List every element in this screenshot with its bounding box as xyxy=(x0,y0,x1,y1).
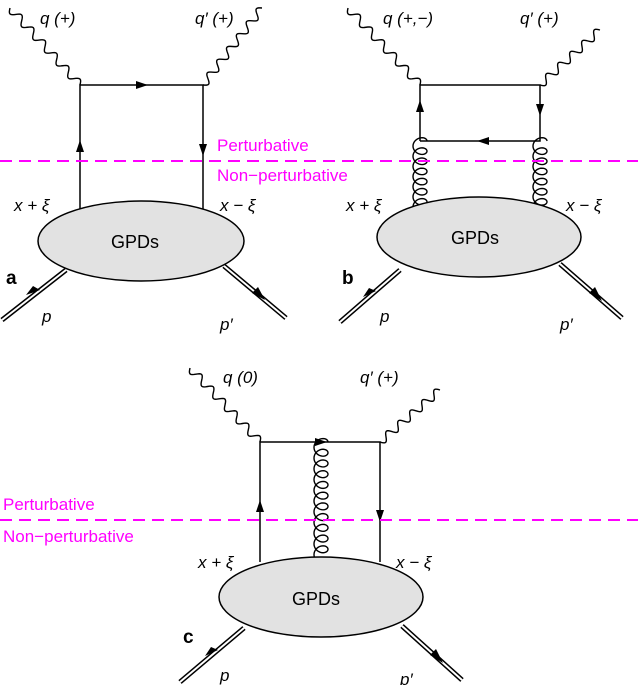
arrow-down-b xyxy=(536,104,544,116)
photon-in-b xyxy=(346,7,422,86)
gluon-right-b xyxy=(532,137,548,216)
photon-out-label-c: q′ (+) xyxy=(360,368,399,387)
proton-out-arrow-a xyxy=(252,287,265,300)
gpd-label-a: GPDs xyxy=(111,232,159,252)
proton-out-label-a: p′ xyxy=(219,315,233,334)
arrow-up-c xyxy=(256,500,264,512)
proton-in-label-b: p xyxy=(379,307,389,326)
perturbative-label-bottom: Perturbative xyxy=(3,495,95,514)
arrow-down-c xyxy=(376,510,384,522)
proton-in-arrow-a xyxy=(26,286,40,295)
photon-in-a xyxy=(8,7,82,86)
arrow-right-a xyxy=(136,81,148,89)
photon-in-c xyxy=(188,367,262,443)
momentum-right-label-b: x − ξ xyxy=(565,196,603,215)
panel-c: q (0) q′ (+) x + ξ x − ξ GPDs c p p′ xyxy=(178,367,464,685)
proton-out-arrow-c xyxy=(430,649,443,663)
proton-in-label-c: p xyxy=(219,666,229,685)
non-perturbative-label-bottom: Non−perturbative xyxy=(3,527,134,546)
momentum-right-label-c: x − ξ xyxy=(395,553,433,572)
perturbative-label-top: Perturbative xyxy=(217,136,309,155)
gpd-blob-b xyxy=(376,196,582,278)
proton-in-arrow-c xyxy=(205,647,218,656)
non-perturbative-label-top: Non−perturbative xyxy=(217,166,348,185)
gpd-label-c: GPDs xyxy=(292,589,340,609)
proton-out-label-b: p′ xyxy=(559,315,573,334)
photon-out-a xyxy=(202,7,263,86)
arrow-down-a xyxy=(199,144,207,156)
panel-label-b: b xyxy=(342,268,354,289)
proton-in-arrow-b xyxy=(363,288,376,297)
photon-out-label-a: q′ (+) xyxy=(195,9,234,28)
momentum-left-label-a: x + ξ xyxy=(13,196,51,215)
momentum-left-label-b: x + ξ xyxy=(345,196,383,215)
quark-loop-b xyxy=(419,84,541,142)
photon-in-label-a: q (+) xyxy=(40,9,75,28)
panel-b: q (+,−) q′ (+) x + ξ x − ξ GPDs b p p′ xyxy=(338,7,624,334)
photon-out-c xyxy=(379,388,441,444)
proton-out-arrow-b xyxy=(589,287,602,301)
photon-in-label-b: q (+,−) xyxy=(383,9,433,28)
proton-out-label-c: p′ xyxy=(399,670,413,685)
panel-a: q (+) q′ (+) x + ξ x − ξ GPDs a p p′ xyxy=(0,7,288,334)
arrow-up-b xyxy=(416,100,424,112)
photon-out-b xyxy=(539,28,601,87)
photon-in-label-c: q (0) xyxy=(223,368,258,387)
momentum-left-label-c: x + ξ xyxy=(197,553,235,572)
gpd-blob-c xyxy=(218,556,424,638)
momentum-right-label-a: x − ξ xyxy=(219,196,257,215)
gpd-label-b: GPDs xyxy=(451,228,499,248)
photon-out-label-b: q′ (+) xyxy=(520,9,559,28)
arrow-left-b xyxy=(477,137,489,145)
proton-in-label-a: p xyxy=(41,307,51,326)
gluon-c xyxy=(313,437,329,565)
panel-label-a: a xyxy=(6,268,17,289)
arrow-up-a xyxy=(76,140,84,152)
gpd-blob-a xyxy=(37,200,245,282)
panel-label-c: c xyxy=(183,627,194,648)
